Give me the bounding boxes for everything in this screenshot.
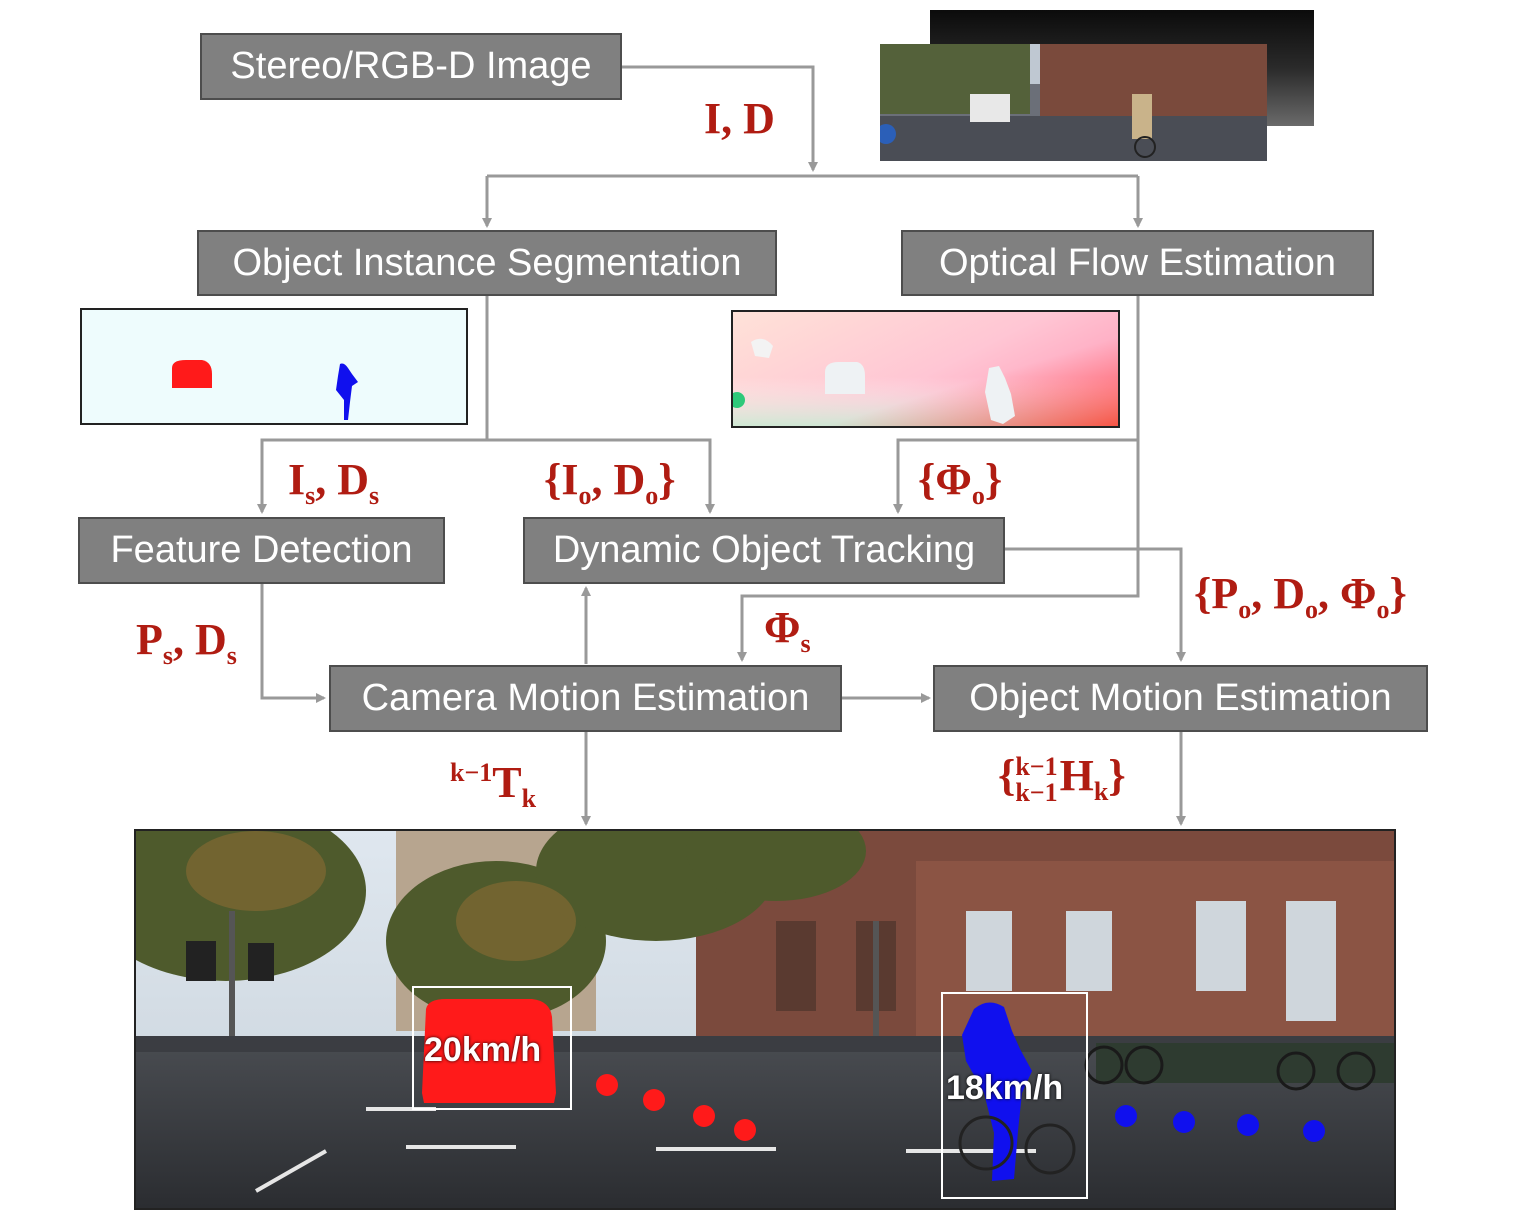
- label-object-points-depth-flow: {Po, Do, Φo}: [1194, 569, 1407, 624]
- arrow-stereo-to-split: [622, 65, 818, 172]
- car-trajectory: [596, 1074, 756, 1141]
- car-mask: [422, 999, 556, 1103]
- label-object-flow: {Φo}: [918, 455, 1003, 510]
- optical-flow-estimation-box: Optical Flow Estimation: [901, 230, 1374, 296]
- arrow-segmentation-out: [485, 296, 715, 514]
- rgb-image-thumbnail: [880, 44, 1267, 161]
- arrow-feature-to-camera: [260, 584, 326, 703]
- label-image-depth: I, D: [704, 94, 775, 143]
- segmentation-mask-thumbnail: [80, 308, 468, 425]
- result-scene-image: 20km/h 18km/h: [134, 829, 1396, 1210]
- object-instance-segmentation-box: Object Instance Segmentation: [197, 230, 777, 296]
- cyclist-trajectory: [1115, 1105, 1325, 1142]
- arrow-to-feature: [257, 438, 487, 514]
- label-object-image-depth: {Io, Do}: [544, 455, 676, 510]
- cyclist-mask: [962, 1002, 1032, 1181]
- label-camera-pose: k−1Tk: [450, 758, 537, 813]
- object-motion-estimation-box: Object Motion Estimation: [933, 665, 1428, 732]
- arrow-flow-to-tracking: [893, 296, 1140, 514]
- label-static-image-depth: Is, Ds: [288, 455, 380, 510]
- label-static-points-depth: Ps, Ds: [136, 615, 237, 670]
- car-bounding-box: [412, 986, 572, 1110]
- label-static-flow: Φs: [764, 603, 811, 658]
- stereo-rgbd-image-box: Stereo/RGB-D Image: [200, 33, 622, 100]
- arrow-flow-to-camera: [737, 440, 1140, 662]
- optical-flow-thumbnail: [731, 310, 1120, 428]
- cyclist-bounding-box: [941, 992, 1088, 1199]
- cyclist-speed-label: 18km/h: [946, 1069, 1064, 1107]
- car-speed-label: 20km/h: [424, 1031, 542, 1069]
- dynamic-object-tracking-box: Dynamic Object Tracking: [523, 517, 1005, 584]
- camera-motion-estimation-box: Camera Motion Estimation: [329, 665, 842, 732]
- arrow-tracking-to-object: [1005, 547, 1186, 662]
- feature-detection-box: Feature Detection: [78, 517, 445, 584]
